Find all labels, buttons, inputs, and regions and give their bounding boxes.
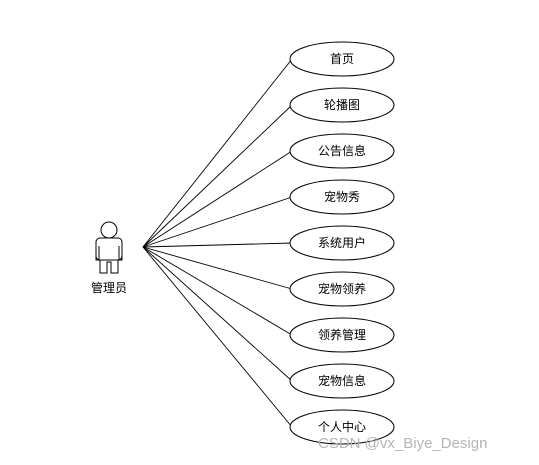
association-line — [142, 246, 293, 290]
actor-label: 管理员 — [90, 281, 127, 295]
use-case-label: 首页 — [330, 52, 354, 66]
use-case: 宠物领养 — [289, 271, 395, 307]
use-case-ellipse — [289, 225, 395, 261]
use-case: 公告信息 — [289, 133, 395, 169]
use-case-label: 公告信息 — [318, 143, 366, 158]
association-line — [142, 246, 293, 382]
use-case: 系统用户 — [289, 225, 395, 261]
use-case-label: 宠物信息 — [318, 373, 366, 388]
use-case-label: 个人中心 — [318, 419, 366, 434]
use-case-ellipse — [289, 271, 395, 307]
actor-right-arm — [118, 242, 123, 261]
actor-body — [95, 237, 123, 261]
association-line — [142, 246, 293, 336]
actor-legs — [99, 260, 119, 274]
use-case: 轮播图 — [289, 87, 395, 123]
actor-left-arm — [95, 242, 100, 261]
actor-head — [100, 221, 118, 239]
association-line — [142, 196, 293, 248]
use-case-ellipse — [289, 41, 395, 77]
association-lines — [142, 58, 293, 428]
use-case-label: 宠物领养 — [318, 281, 366, 296]
use-case-ellipse — [289, 133, 395, 169]
use-case-label: 系统用户 — [318, 235, 366, 250]
use-case-ellipse — [289, 317, 395, 353]
watermark-text: CSDN @vx_Biye_Design — [318, 435, 488, 452]
actor-figure — [95, 221, 123, 274]
association-line — [142, 150, 293, 248]
use-case: 首页 — [289, 41, 395, 77]
association-line — [142, 246, 293, 428]
use-case: 宠物信息 — [289, 363, 395, 399]
association-line — [142, 104, 293, 248]
use-case-ellipse — [289, 87, 395, 123]
use-case-label: 轮播图 — [324, 98, 360, 112]
use-case: 宠物秀 — [289, 179, 395, 215]
use-case-ellipse — [289, 409, 395, 445]
use-case-label: 宠物秀 — [324, 189, 360, 204]
association-line — [142, 242, 293, 248]
use-case: 个人中心 — [289, 409, 395, 445]
use-case-label: 领养管理 — [318, 327, 366, 342]
use-case: 领养管理 — [289, 317, 395, 353]
use-case-ellipse — [289, 363, 395, 399]
association-line — [142, 58, 293, 248]
use-case-ellipse — [289, 179, 395, 215]
